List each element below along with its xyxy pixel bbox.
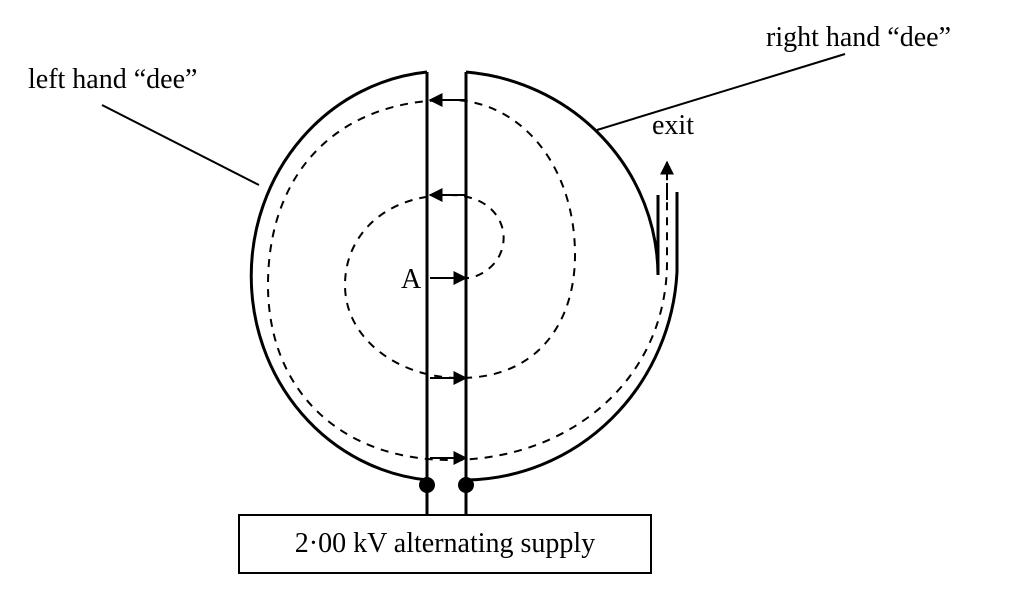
right-dee	[465, 70, 660, 276]
point-a-label: A	[401, 264, 422, 295]
left-dee-leader	[101, 104, 260, 186]
exit-label: exit	[652, 110, 694, 141]
supply-label: 2·00 kV alternating supply	[294, 528, 596, 559]
right-dee-leader	[596, 53, 846, 131]
right-dee-outer	[465, 192, 679, 482]
left-dee-label: left hand “dee”	[28, 64, 198, 95]
alternating-supply-box: 2·00 kV alternating supply	[238, 514, 652, 574]
right-dee-label: right hand “dee”	[766, 22, 952, 53]
left-dee	[249, 70, 428, 482]
